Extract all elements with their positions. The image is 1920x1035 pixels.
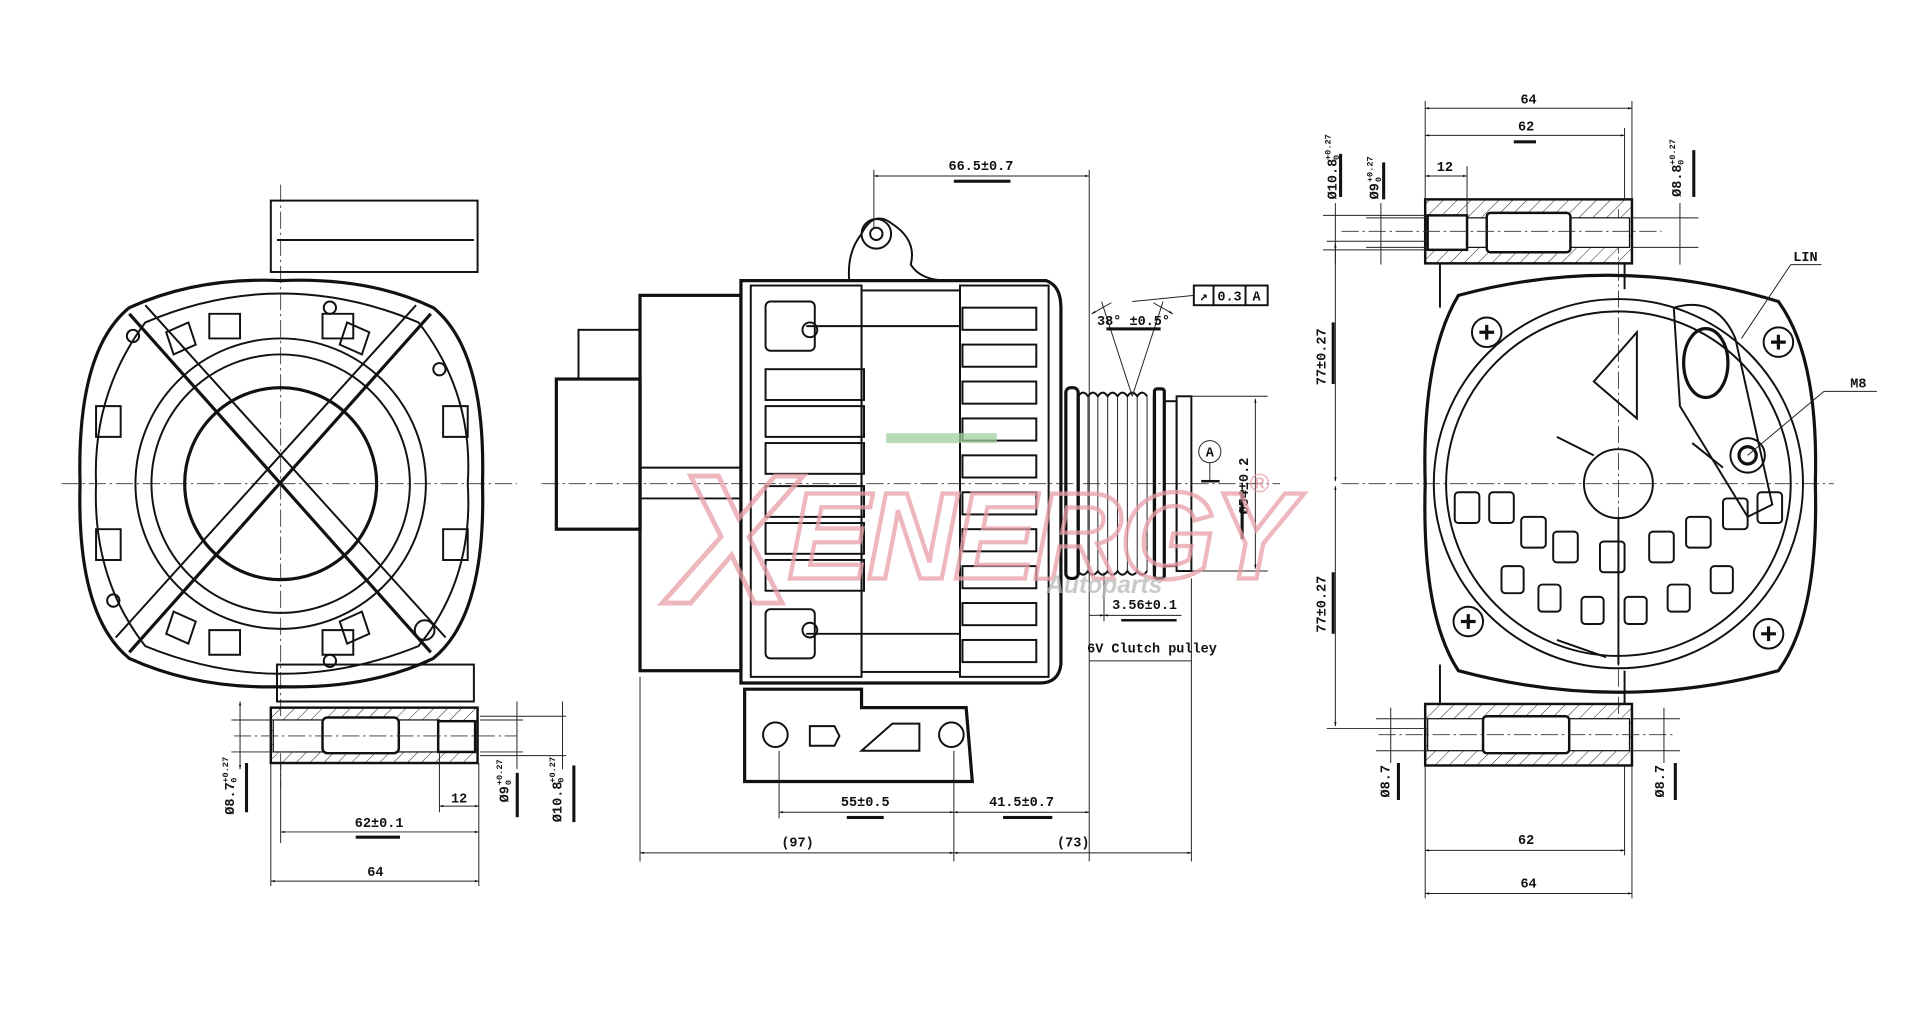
dim-12: 12 [451,792,467,807]
dim-dia-8-8-rear: Ø8.8 [1671,164,1686,196]
dim-dia-10-8-rear: Ø10.8 [1327,159,1342,200]
svg-text:+0.27: +0.27 [1323,134,1333,160]
watermark-x: X [662,437,804,643]
svg-text:+0.27: +0.27 [1668,139,1678,165]
runout-tolerance-frame: ↗ 0.3 A [1192,284,1269,307]
svg-text:0: 0 [1332,155,1342,160]
bearing-bore [183,386,379,582]
svg-text:0: 0 [1677,160,1687,165]
svg-text:0: 0 [1374,177,1384,182]
dim-41-5: 41.5±0.7 [989,796,1054,811]
svg-text:®: ® [1249,467,1269,498]
svg-text:+0.27: +0.27 [548,757,558,783]
svg-text:0.3: 0.3 [1217,290,1241,305]
pulley-label: 6V Clutch pulley [1087,642,1217,657]
svg-text:0: 0 [504,780,514,785]
dim-62-top: 62 [1518,120,1534,135]
svg-text:+0.27: +0.27 [495,759,505,785]
top-bracket [269,199,479,273]
front-view: 12 62±0.1 64 Ø8.7 +0.27 0 Ø9 +0.27 0 Ø10… [61,184,576,887]
svg-text:+0.27: +0.27 [1365,156,1375,182]
regulator-connector [1672,303,1774,519]
dim-height-upper: 77±0.27 [1316,328,1331,385]
dim-62: 62±0.1 [355,817,404,832]
dim-height-lower: 77±0.27 [1316,576,1331,633]
dim-groove-pitch: 3.56±0.1 [1112,599,1177,614]
dim-pulley-dia: Ø54±0.2 [1238,458,1253,515]
dim-73: (73) [1057,837,1089,852]
housing-outline [78,278,485,689]
dim-62-bottom: 62 [1518,834,1534,849]
dim-dia-9-rear: Ø9 [1368,183,1383,199]
dim-66-5: 66.5±0.7 [948,160,1013,175]
dim-64-top: 64 [1520,93,1536,108]
svg-text:Autoparts: Autoparts [1045,572,1162,599]
svg-text:0: 0 [557,778,567,783]
dim-angle: 38° ±0.5° [1097,315,1170,330]
dim-64-bottom: 64 [1520,877,1536,892]
rear-view: 64 62 12 Ø10.8 +0.27 0 Ø9 +0.27 0 Ø8.8 +… [1316,93,1877,899]
rear-housing [1423,273,1818,694]
label-m8: M8 [1850,378,1866,393]
runout-icon: ↗ [1200,290,1208,305]
dim-dia-8-7-left: Ø8.7 [1380,765,1395,797]
dim-64: 64 [367,866,383,881]
dim-12-top: 12 [1437,161,1453,176]
xenergy-watermark-logo: X ENERGY ® Autoparts [659,433,1310,645]
svg-text:+0.27: +0.27 [221,757,231,783]
dim-dia-8-7-right: Ø8.7 [1654,765,1669,797]
svg-text:A: A [1253,290,1262,305]
dim-dia-10-8: Ø10.8 [551,782,566,823]
datum-a: A [1206,447,1215,462]
label-lin: LIN [1793,251,1817,266]
dim-dia-9: Ø9 [498,786,513,802]
dim-97: (97) [781,837,813,852]
dim-55: 55±0.5 [841,796,890,811]
connector [554,377,642,531]
dim-dia-8-7: Ø8.7 [224,782,239,814]
side-view: 66.5±0.7 38° ±0.5° ↗ 0.3 A A Ø54±0.2 3.5… [541,160,1280,862]
svg-text:ENERGY: ENERGY [788,468,1305,605]
svg-text:0: 0 [229,778,239,783]
